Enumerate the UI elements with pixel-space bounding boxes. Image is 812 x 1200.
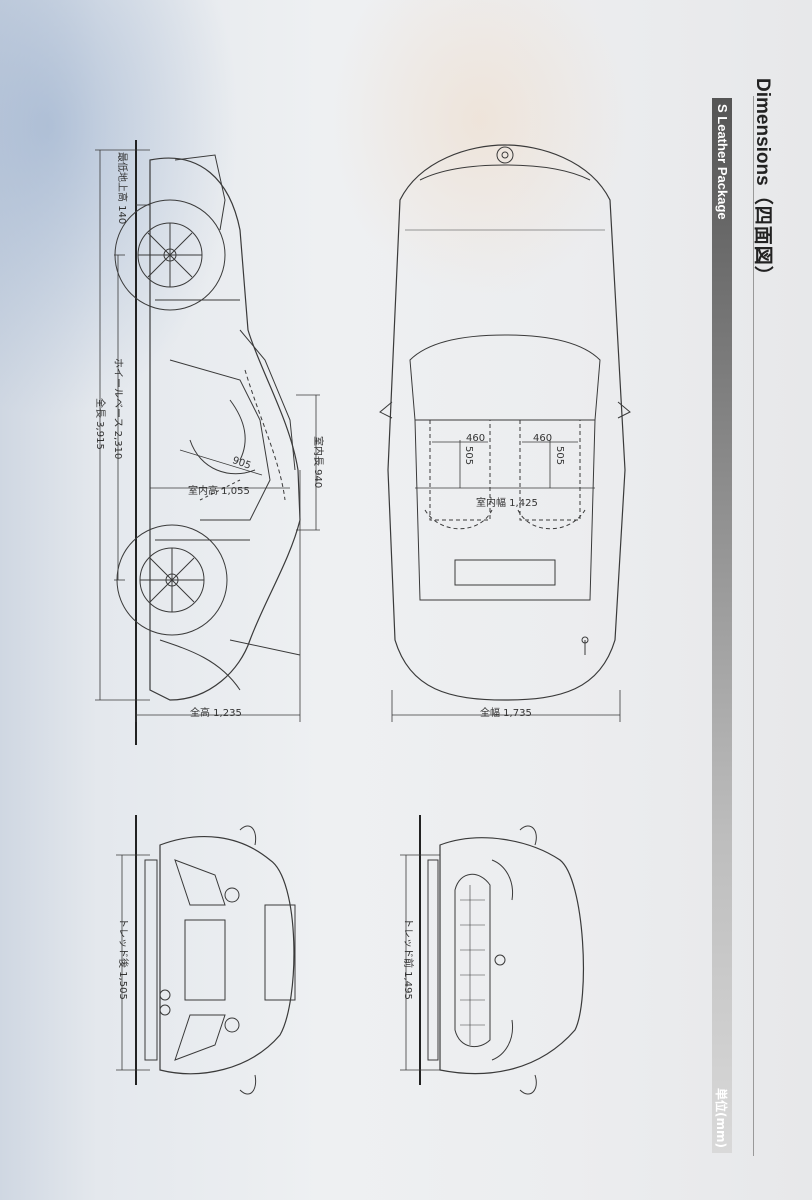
front-view-dimensions — [400, 854, 440, 1071]
interior-length-label: 室内長 940 — [312, 436, 323, 489]
wheelbase-label: ホイールベース 2,310 — [112, 358, 123, 460]
lighting-shade — [0, 0, 240, 420]
length-label: 全長 3,915 — [94, 398, 105, 450]
side-view-dimensions — [95, 149, 320, 722]
seat-depth-right-label: 505 — [554, 446, 565, 466]
rear-view-dimensions — [116, 854, 150, 1071]
side-view-car — [114, 140, 301, 745]
interior-width-label: 室内幅 1,425 — [476, 498, 538, 509]
lighting-shade-warm — [330, 0, 630, 300]
interior-height-label: 室内高 1,055 — [188, 486, 250, 497]
rear-tread-label: トレッド後 1,505 — [117, 918, 128, 1000]
header-rule — [753, 96, 754, 1156]
front-tread-label: トレッド前 1,495 — [402, 918, 413, 1000]
seat-width-right-label: 460 — [533, 433, 553, 444]
seat-width-left-label: 460 — [466, 433, 486, 444]
width-label: 全幅 1,735 — [480, 708, 532, 719]
front-view-car — [419, 815, 585, 1095]
rear-view-car — [135, 815, 296, 1095]
section-bar — [712, 98, 732, 1153]
top-view-dimensions — [391, 440, 621, 722]
height-label: 全高 1,235 — [190, 708, 242, 719]
ground-clearance-label: 最低地上高 140 — [116, 152, 127, 225]
seat-depth-left-label: 505 — [463, 446, 474, 466]
top-view-car — [379, 144, 631, 701]
